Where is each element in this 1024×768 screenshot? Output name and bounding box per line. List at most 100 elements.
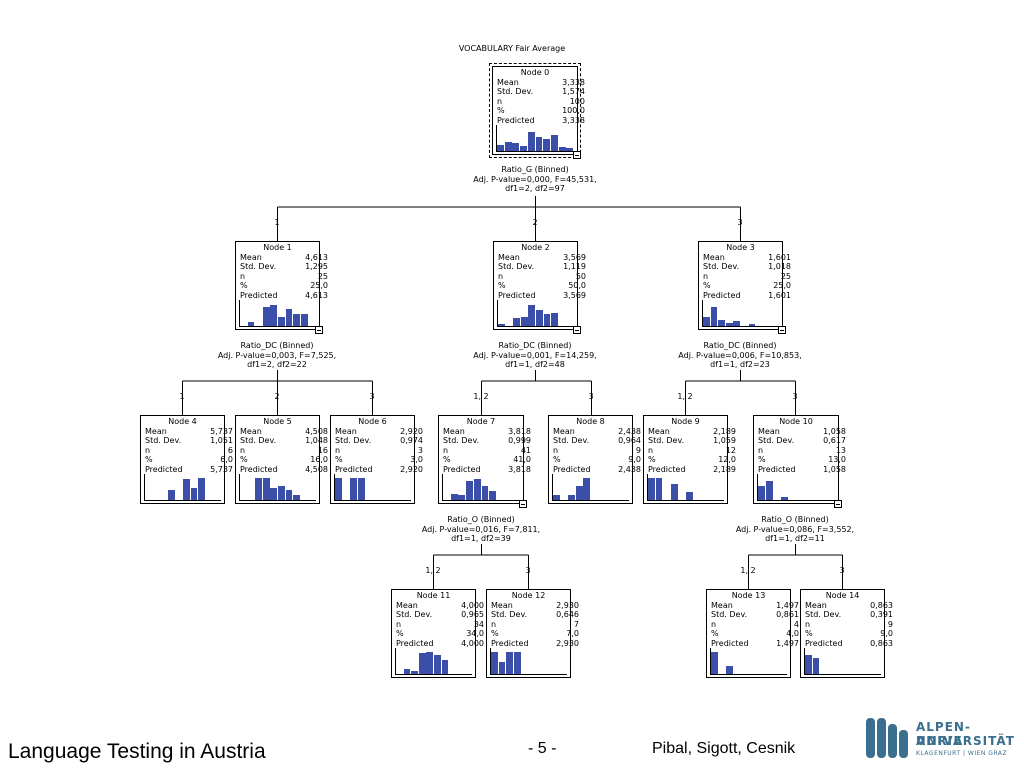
split-line: df1=1, df2=39 (451, 534, 511, 544)
histogram-bar (497, 144, 504, 151)
stat-label: n (240, 445, 246, 455)
stat-label: Std. Dev. (335, 436, 372, 446)
stat-value: 4,613 (305, 252, 328, 262)
stat-label: Mean (491, 600, 513, 610)
histogram-bar (498, 323, 505, 326)
histogram-bar (710, 306, 718, 326)
branch-label: 3 (588, 392, 594, 401)
logo-text-line3: KLAGENFURT | WIEN GRAZ (916, 750, 1008, 757)
stat-value: 2,189 (713, 464, 736, 474)
collapse-toggle-icon[interactable] (778, 326, 786, 334)
split-line: df1=2, df2=22 (247, 360, 307, 370)
stat-row-pred: Predicted 2,189 (644, 464, 736, 475)
histogram-bar (550, 135, 558, 151)
stat-label: Mean (703, 252, 725, 262)
split-line: Ratio_O (Binned) (447, 515, 515, 524)
histogram (804, 648, 881, 675)
stat-value: 2,438 (618, 426, 641, 436)
node-title: Node 0 (520, 68, 550, 77)
stat-label: % (648, 455, 656, 465)
stat-label: Predicted (553, 464, 591, 474)
stat-value: 13 (835, 445, 846, 455)
stat-value: 0,391 (870, 610, 893, 620)
histogram-bar (247, 322, 255, 326)
split-line: Adj. P-value=0,016, F=7,811, (421, 524, 541, 534)
branch-label: 1, 2 (740, 566, 756, 575)
stat-label: n (145, 445, 151, 455)
histogram-bar (403, 668, 411, 674)
histogram-bar (748, 323, 756, 326)
collapse-toggle-icon[interactable] (519, 500, 527, 508)
stat-label: Mean (498, 252, 520, 262)
logo-text-line1: ALPEN-ADRIA (916, 720, 971, 748)
collapse-toggle-icon[interactable] (834, 500, 842, 508)
stat-label: Predicted (711, 638, 749, 648)
stat-label: % (498, 281, 506, 291)
stat-value: 41,0 (513, 455, 531, 465)
histogram-bar (703, 316, 710, 326)
stat-label: % (145, 455, 153, 465)
stat-value: 50 (575, 271, 586, 281)
histogram-bar (711, 651, 718, 674)
histogram-bar (512, 143, 520, 151)
stat-row-std: Std. Dev.0,974 (331, 436, 423, 446)
stat-row-std: Std. Dev.1,048 (236, 436, 328, 446)
histogram-bar (520, 316, 528, 326)
split-line: Ratio_O (Binned) (761, 515, 829, 524)
node-title: Node 4 (168, 417, 197, 426)
stat-label: n (648, 445, 654, 455)
collapse-toggle-icon[interactable] (315, 326, 323, 334)
histogram-bar (335, 477, 342, 500)
stat-label: n (443, 445, 449, 455)
split-line: Adj. P-value=0,001, F=14,259, (473, 350, 597, 360)
stat-value: 1,048 (305, 436, 328, 446)
stat-value: 0,965 (461, 610, 484, 620)
stat-value: 0,999 (508, 436, 531, 446)
histogram-bar (583, 477, 591, 500)
histogram-bar (805, 654, 812, 674)
split-line: Ratio_DC (Binned) (240, 341, 314, 350)
branch-label: 2 (274, 392, 280, 401)
collapse-toggle-icon[interactable] (573, 151, 581, 159)
stat-label: Predicted (648, 464, 686, 474)
branch-label: 3 (792, 392, 798, 401)
split-node-7-label: Ratio_O (Binned)Adj. P-value=0,016, F=7,… (381, 515, 581, 544)
university-logo: ALPEN-ADRIA UNIVERSITÄT KLAGENFURT | WIE… (866, 716, 1016, 766)
stat-value: 1,497 (776, 638, 799, 648)
stat-row-pct: %3,0 (331, 455, 423, 465)
stat-label: Predicted (758, 464, 796, 474)
stat-label: Std. Dev. (805, 610, 842, 620)
histogram-bar (418, 653, 426, 674)
branch-label: 2 (532, 218, 538, 227)
stat-row-pct: %25,0 (699, 281, 791, 291)
collapse-toggle-icon[interactable] (573, 326, 581, 334)
histogram-bar (725, 323, 733, 326)
split-node-2-label: Ratio_DC (Binned)Adj. P-value=0,001, F=1… (435, 341, 635, 370)
split-line: Ratio_G (Binned) (501, 165, 569, 174)
stat-row-pct: %6,0 (141, 455, 233, 465)
